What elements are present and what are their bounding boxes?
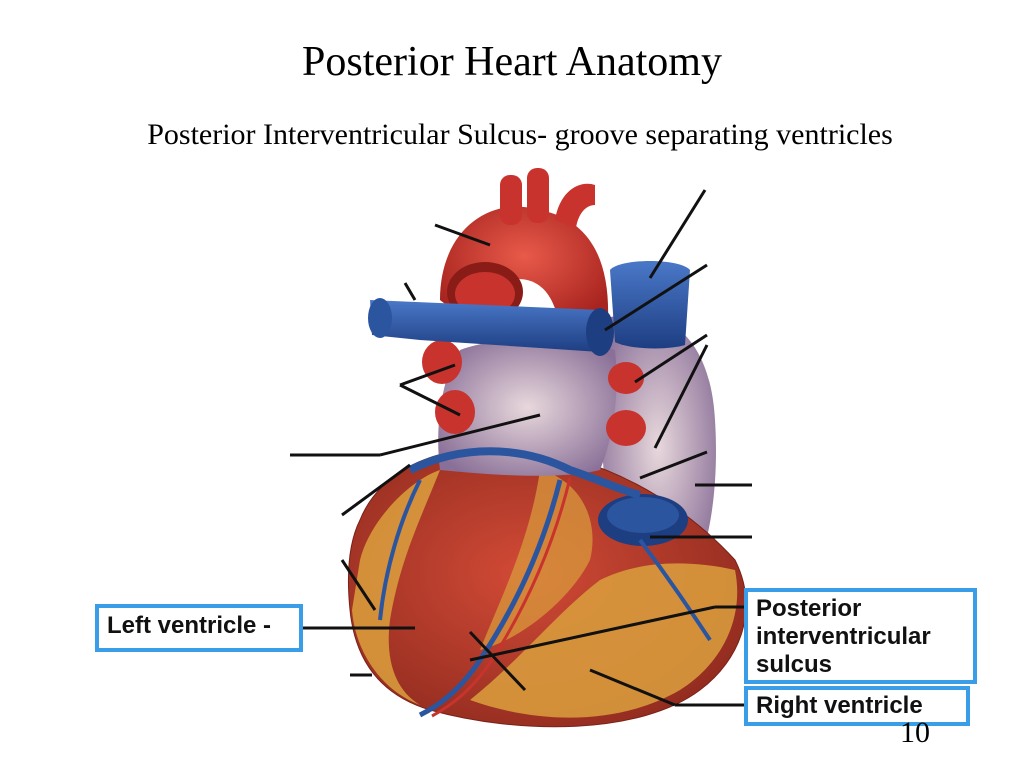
slide-subtitle: Posterior Interventricular Sulcus- groov… [147, 118, 893, 151]
pulmonary-vein-upper-left [422, 340, 462, 384]
epicardial-fat [352, 470, 440, 705]
pulmonary-artery-right-end [368, 298, 392, 338]
left-ventricle-dash: - [256, 612, 272, 639]
left-common-carotid [527, 168, 549, 223]
posterior-interventricular-sulcus-label: Posterior interventricular sulcus [744, 588, 977, 684]
brachiocephalic-artery [500, 175, 522, 225]
pulmonary-vein-lower-right [606, 410, 646, 446]
posterior-interventricular-artery [431, 477, 572, 718]
right-marginal-vessel [638, 538, 712, 642]
posterior-sulcus-line2: interventricular [756, 623, 931, 650]
inferior-vena-cava-lumen [607, 497, 679, 533]
pulmonary-vein-upper-right [608, 362, 644, 394]
left-ventricle-text: Left ventricle [107, 612, 257, 639]
left-marginal-vessel [378, 479, 422, 621]
epicardial-fat-lower [470, 563, 738, 718]
coronary-sinus [408, 447, 642, 499]
right-ventricle-text: Right ventricle [756, 692, 923, 719]
pulmonary-artery-right [370, 300, 600, 352]
left-atrium [438, 338, 617, 476]
posterior-sulcus-line1: Posterior [756, 595, 862, 622]
slide-title: Posterior Heart Anatomy [302, 39, 722, 85]
page-number: 10 [900, 716, 930, 749]
posterior-interventricular-vessel [418, 479, 563, 718]
left-ventricle-label: Left ventricle - [95, 604, 303, 652]
left-subclavian [555, 183, 595, 228]
right-ventricle-label: Right ventricle [744, 686, 970, 726]
superior-vena-cava [610, 261, 690, 349]
leader-lines [290, 189, 752, 707]
posterior-sulcus-line3: sulcus [756, 651, 833, 678]
pulmonary-artery-left-end [586, 308, 614, 356]
